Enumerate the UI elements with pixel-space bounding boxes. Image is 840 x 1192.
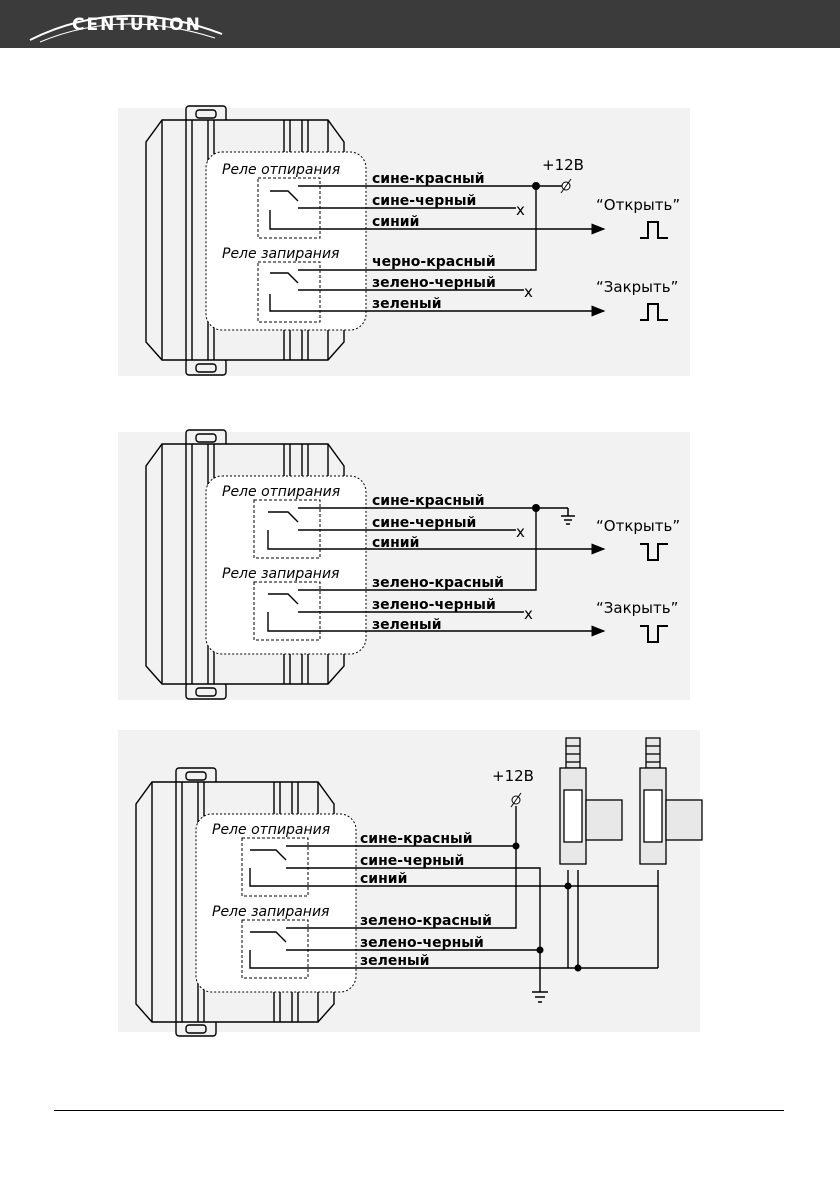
nc-mark: x xyxy=(524,283,533,301)
diagram-2: Реле отпирания Реле запирания сине-красн… xyxy=(118,429,690,700)
ground-icon xyxy=(532,991,548,1003)
pulse-high-icon xyxy=(640,221,668,239)
relay-block xyxy=(195,813,357,993)
wire-label: зелено-черный xyxy=(372,597,496,613)
junction-dot xyxy=(532,182,540,190)
relay-2-box xyxy=(253,581,321,641)
relay-2-box xyxy=(241,919,309,979)
relay-1-contacts xyxy=(269,185,606,235)
relay-1-contacts xyxy=(267,507,606,555)
relay-title: Реле запирания xyxy=(212,904,329,920)
relay-2-box xyxy=(257,261,321,323)
wire-label: синий xyxy=(372,535,419,551)
wire-label: зеленый xyxy=(372,296,442,312)
wire-label: зелено-красный xyxy=(360,913,492,929)
relay-title: Реле запирания xyxy=(222,566,339,582)
junction-dot xyxy=(564,882,572,890)
wire-label: черно-красный xyxy=(372,254,496,270)
relay-block xyxy=(205,151,367,331)
pulse-low-icon xyxy=(640,625,668,643)
junction-dot xyxy=(512,842,520,850)
relay-title: Реле отпирания xyxy=(212,822,330,838)
power-label: +12В xyxy=(542,156,584,174)
door-actuator-icon xyxy=(559,737,623,865)
relay-2-contacts xyxy=(267,508,606,637)
wire-label: синий xyxy=(360,871,407,887)
wire-label: сине-черный xyxy=(372,515,476,531)
wire-label: зелено-черный xyxy=(360,935,484,951)
nc-mark: x xyxy=(524,605,533,623)
logo: CENTURION xyxy=(72,15,202,35)
pulse-high-icon xyxy=(640,303,668,321)
wire-label: зелено-красный xyxy=(372,575,504,591)
junction-dot xyxy=(574,964,582,972)
relay-title: Реле запирания xyxy=(222,246,339,262)
wire-label: сине-красный xyxy=(372,171,485,187)
power-label: +12В xyxy=(492,767,534,785)
relay-1-box xyxy=(253,499,321,559)
nc-mark: x xyxy=(516,523,525,541)
logo-arc-icon xyxy=(29,14,223,43)
signal-label: “Закрыть” xyxy=(596,278,678,296)
ground-icon xyxy=(561,508,575,525)
footer-divider xyxy=(54,1110,784,1111)
wire-label: зеленый xyxy=(372,617,442,633)
nc-mark: x xyxy=(516,201,525,219)
relay-2-contacts xyxy=(269,185,606,317)
wire-label: зеленый xyxy=(360,953,430,969)
header-bar: CENTURION xyxy=(0,0,840,48)
signal-label: “Открыть” xyxy=(596,196,680,214)
relay-1-box xyxy=(241,837,309,897)
junction-dot xyxy=(532,504,540,512)
relay-block xyxy=(205,475,367,655)
door-actuator-icon xyxy=(639,737,703,865)
relay-1-contacts xyxy=(249,845,659,948)
signal-label: “Закрыть” xyxy=(596,599,678,617)
wire-label: синий xyxy=(372,214,419,230)
diagram-1: Реле отпирания Реле запирания сине-красн… xyxy=(118,105,690,376)
relay-title: Реле отпирания xyxy=(222,484,340,500)
wire-label: сине-красный xyxy=(372,493,485,509)
pulse-low-icon xyxy=(640,543,668,561)
relay-title: Реле отпирания xyxy=(222,162,340,178)
wire-label: сине-черный xyxy=(372,193,476,209)
diagram-3: Реле отпирания Реле запирания сине-красн… xyxy=(118,730,703,1037)
signal-label: “Открыть” xyxy=(596,517,680,535)
wire-label: сине-красный xyxy=(360,831,473,847)
junction-dot xyxy=(536,946,544,954)
wire-label: сине-черный xyxy=(360,853,464,869)
wire-label: зелено-черный xyxy=(372,275,496,291)
